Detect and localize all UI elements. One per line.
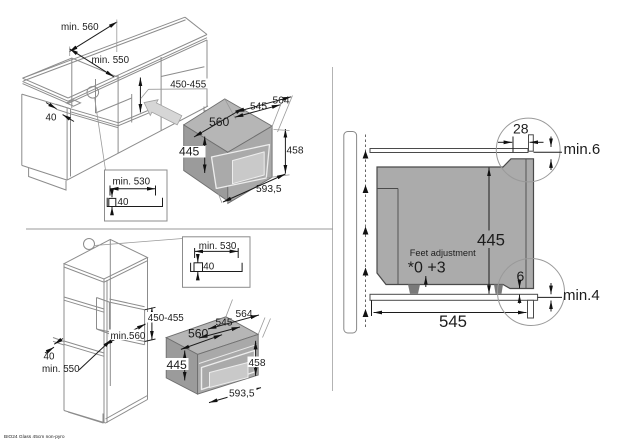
svg-text:BIO24 Glass 45cm non-pyro: BIO24 Glass 45cm non-pyro	[4, 434, 65, 440]
svg-text:6: 6	[517, 268, 525, 284]
svg-text:40: 40	[203, 262, 214, 273]
svg-text:min. 550: min. 550	[92, 55, 130, 66]
svg-text:445: 445	[477, 230, 505, 249]
svg-text:40: 40	[118, 197, 129, 208]
svg-text:min. 560: min. 560	[61, 22, 99, 33]
svg-text:28: 28	[513, 121, 529, 137]
svg-text:458: 458	[249, 358, 266, 369]
svg-text:593,5: 593,5	[229, 388, 255, 399]
svg-text:min. 530: min. 530	[113, 176, 151, 187]
svg-text:40: 40	[46, 113, 57, 124]
svg-text:445: 445	[167, 358, 188, 372]
svg-text:450-455: 450-455	[170, 79, 207, 90]
svg-text:40: 40	[44, 352, 55, 363]
svg-text:545: 545	[250, 102, 267, 113]
svg-text:545: 545	[439, 312, 467, 331]
svg-text:564: 564	[236, 309, 253, 320]
svg-text:564: 564	[273, 95, 290, 106]
svg-text:min.4: min.4	[563, 287, 600, 304]
svg-text:*0 +3: *0 +3	[408, 260, 446, 277]
svg-text:Feet adjustment: Feet adjustment	[410, 248, 476, 258]
svg-text:545: 545	[216, 317, 233, 328]
svg-text:min.6: min.6	[564, 141, 601, 158]
svg-text:560: 560	[209, 115, 230, 129]
svg-text:560: 560	[188, 327, 209, 341]
svg-text:min. 530: min. 530	[199, 241, 237, 252]
svg-text:450-455: 450-455	[148, 313, 185, 324]
svg-text:min. 550: min. 550	[42, 364, 80, 375]
svg-text:458: 458	[287, 145, 304, 156]
svg-text:445: 445	[179, 145, 200, 159]
svg-text:min.560: min.560	[111, 331, 146, 342]
svg-text:593,5: 593,5	[256, 184, 282, 195]
